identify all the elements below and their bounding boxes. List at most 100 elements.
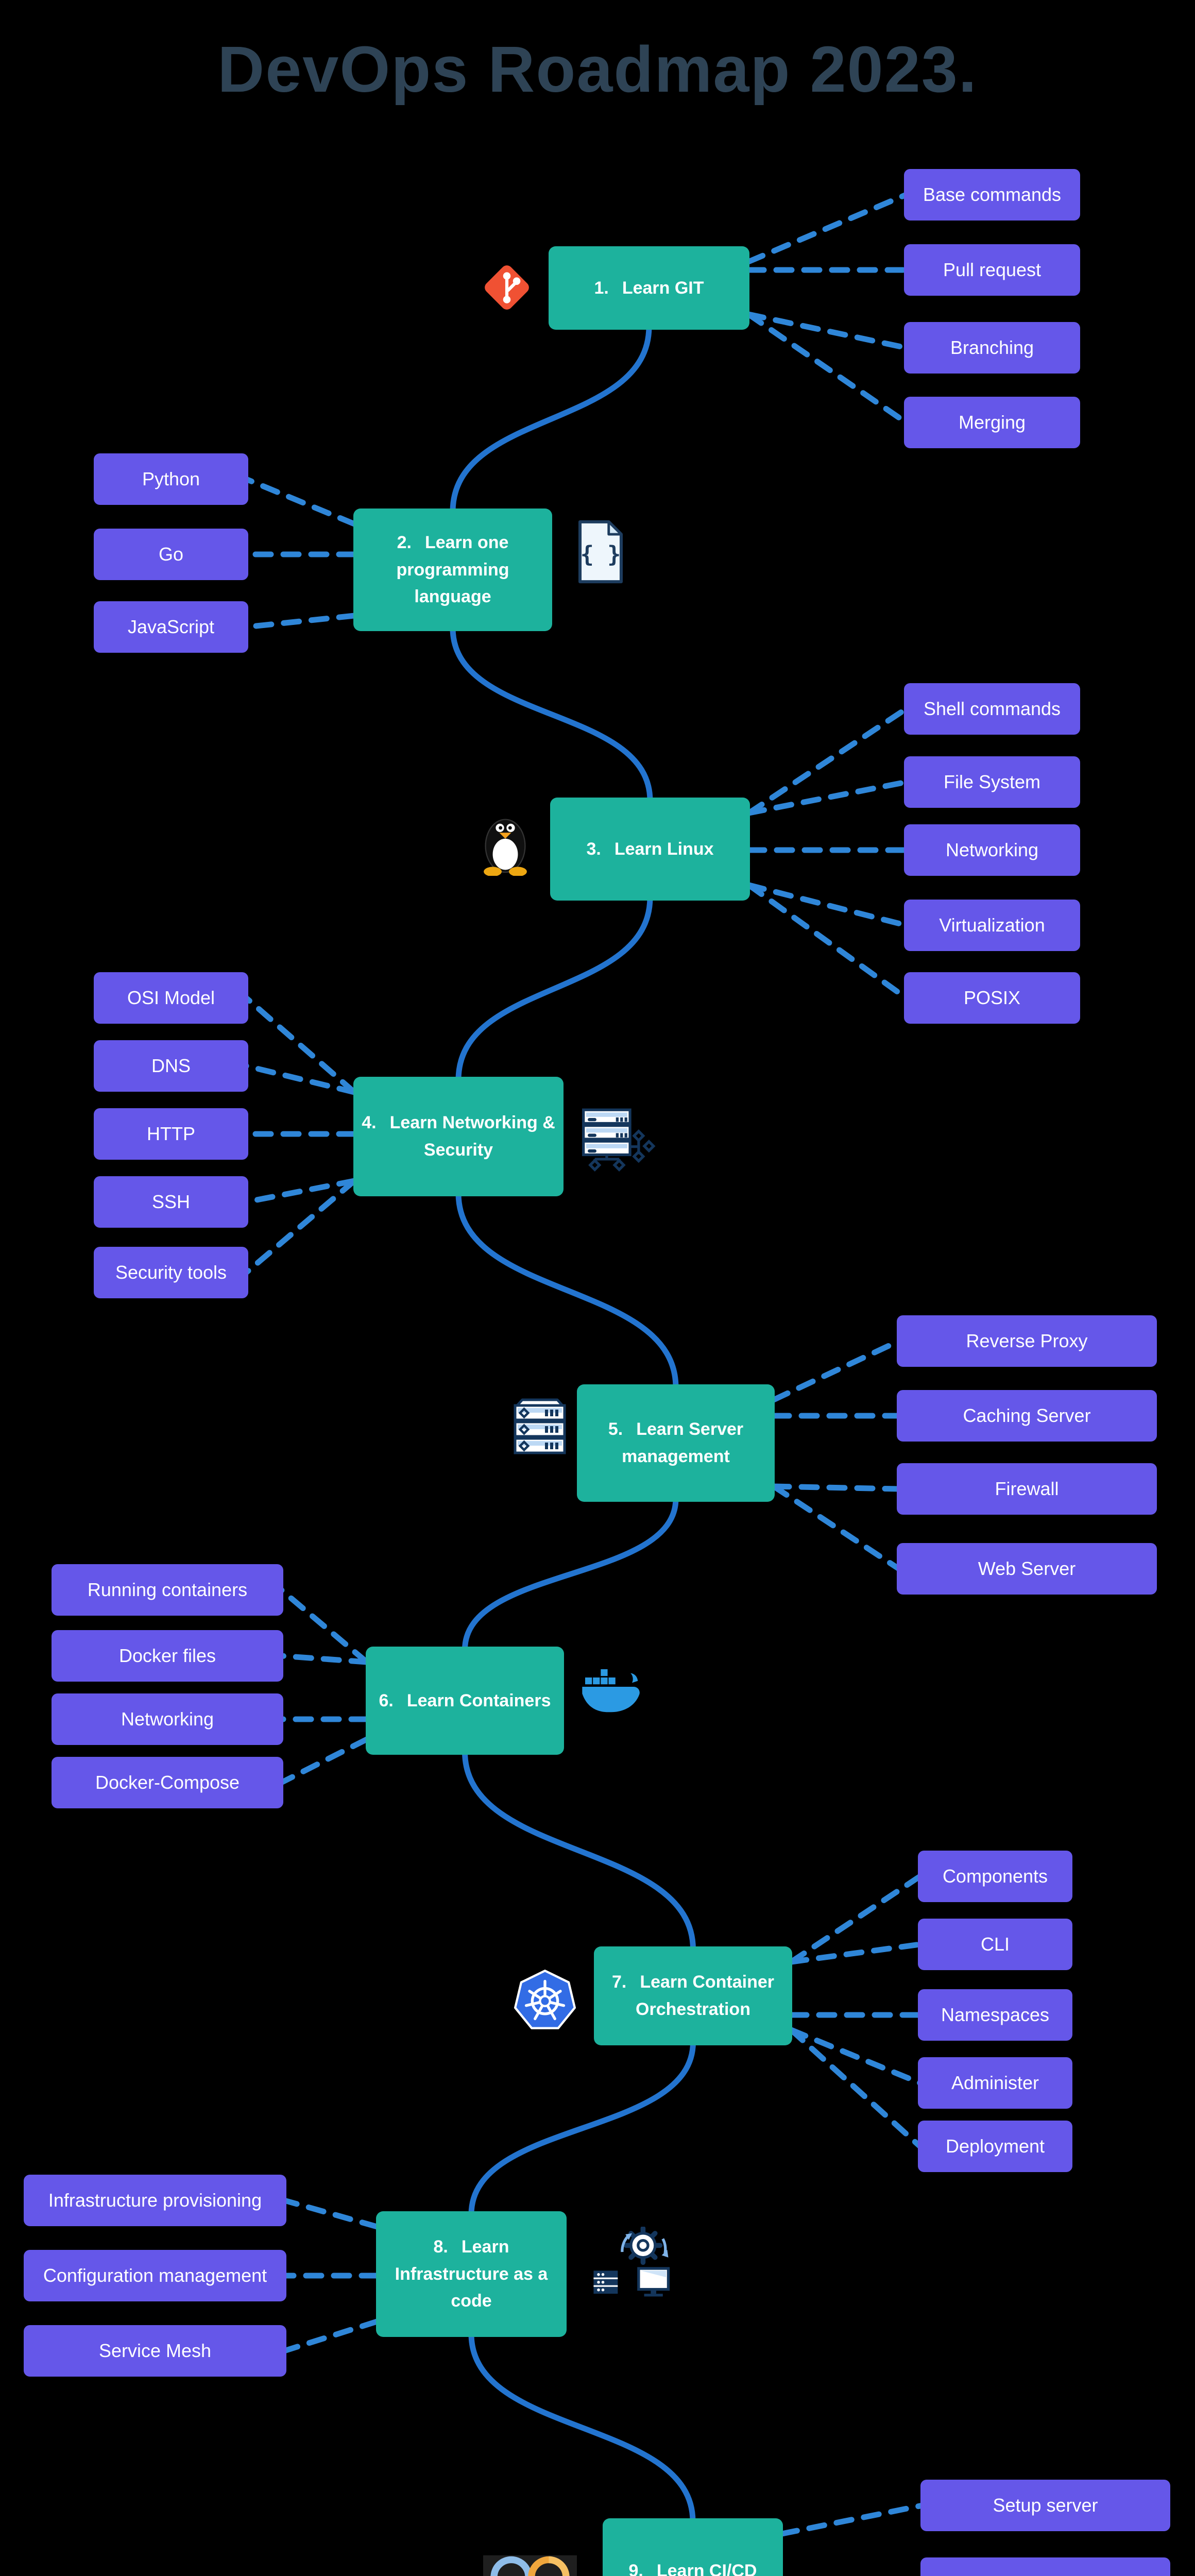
topic-connector <box>771 1483 902 1492</box>
step-number: 2. <box>397 532 412 552</box>
topic-node: Base commands <box>904 169 1080 221</box>
kubernetes-icon <box>514 1969 576 2031</box>
topic-connector <box>746 779 909 816</box>
svg-text:{ }: { } <box>581 541 621 567</box>
step-label: Learn Infrastructure as a code <box>395 2236 548 2311</box>
step-label: Learn Networking & Security <box>389 1113 555 1160</box>
devops-infinity-icon <box>483 2551 577 2576</box>
topic-node: Python <box>94 453 248 505</box>
step-number: 9. <box>628 2561 643 2576</box>
topic-node: Integration <box>920 2557 1170 2576</box>
topic-node: Networking <box>52 1693 283 1745</box>
topic-node: JavaScript <box>94 601 248 653</box>
topic-connector <box>243 1063 357 1095</box>
topic-connector <box>788 1873 923 1965</box>
topic-connector <box>278 1736 370 1786</box>
step-label: Learn Server management <box>622 1419 744 1466</box>
step-label: Learn one programming language <box>396 532 509 607</box>
step-label: Learn Container Orchestration <box>636 1972 775 2019</box>
topic-node: Branching <box>904 322 1080 374</box>
git-icon <box>478 259 536 316</box>
topic-node: Firewall <box>897 1463 1157 1515</box>
step-number: 7. <box>611 1972 627 1992</box>
step-node-8: 8.Learn Infrastructure as a code <box>376 2211 567 2337</box>
network-server-icon <box>580 1108 657 1172</box>
step-node-2: 2.Learn one programming language <box>353 509 552 631</box>
step-node-9: 9. Learn CI/CD <box>603 2518 783 2576</box>
topic-node: Namespaces <box>918 1989 1072 2041</box>
step-number: 8. <box>433 2236 448 2257</box>
topic-connector <box>278 1653 370 1665</box>
topic-node: Web Server <box>897 1543 1157 1595</box>
topic-node: Service Mesh <box>24 2325 286 2377</box>
step-number: 4. <box>362 1113 377 1133</box>
topic-node: Networking <box>904 824 1080 876</box>
topic-node: Components <box>918 1851 1072 1902</box>
step-node-5: 5.Learn Server management <box>577 1384 775 1502</box>
step-label: Learn CI/CD <box>656 2561 757 2576</box>
topic-connector <box>278 1587 370 1665</box>
topic-node: Merging <box>904 397 1080 448</box>
topic-connector <box>779 2502 926 2537</box>
topic-connector <box>771 1483 902 1572</box>
topic-connector <box>745 311 909 426</box>
topic-node: HTTP <box>94 1108 248 1160</box>
topic-node: Administer <box>918 2057 1072 2109</box>
step-number: 1. <box>594 278 609 298</box>
topic-node: Caching Server <box>897 1390 1157 1442</box>
step-number: 5. <box>608 1419 623 1439</box>
topic-node: Pull request <box>904 244 1080 296</box>
topic-connector <box>745 311 909 351</box>
topic-node: Virtualization <box>904 900 1080 951</box>
topic-node: Setup server <box>920 2480 1170 2531</box>
step-node-4: 4. Learn Networking & Security <box>353 1077 564 1196</box>
topic-node: SSH <box>94 1176 248 1228</box>
topic-connector <box>771 1338 902 1403</box>
step-label: Learn Containers <box>406 1690 551 1710</box>
step-node-7: 7. Learn Container Orchestration <box>594 1946 792 2045</box>
topic-node: Docker files <box>52 1630 283 1682</box>
topic-node: Deployment <box>918 2121 1072 2172</box>
step-number: 3. <box>586 839 601 859</box>
topic-connector <box>243 613 357 630</box>
topic-node: Security tools <box>94 1247 248 1298</box>
topic-connector <box>746 882 909 1001</box>
linux-tux-icon <box>475 810 536 876</box>
topic-connector <box>243 995 357 1095</box>
topic-node: Shell commands <box>904 683 1080 735</box>
step-node-1: 1. Learn GIT <box>549 246 749 330</box>
topic-connector <box>788 2027 923 2149</box>
topic-node: Reverse Proxy <box>897 1315 1157 1367</box>
page-title: DevOps Roadmap 2023. <box>217 33 978 106</box>
step-node-3: 3. Learn Linux <box>550 798 750 901</box>
topic-node: POSIX <box>904 972 1080 1024</box>
topic-connector <box>788 1941 923 1965</box>
server-stack-icon <box>511 1397 569 1455</box>
topic-node: Configuration management <box>24 2250 286 2301</box>
topic-node: CLI <box>918 1919 1072 1970</box>
topic-connector <box>746 706 909 816</box>
topic-node: Docker-Compose <box>52 1757 283 1808</box>
topic-node: Running containers <box>52 1564 283 1616</box>
topic-connector <box>281 2318 380 2354</box>
roadmap-curve <box>450 324 696 2576</box>
topic-node: Infrastructure provisioning <box>24 2175 286 2226</box>
topic-connector <box>243 1178 357 1276</box>
code-file-icon: { } <box>576 519 625 584</box>
topic-connector <box>745 192 909 265</box>
step-node-6: 6. Learn Containers <box>366 1647 564 1755</box>
topic-node: DNS <box>94 1040 248 1092</box>
topic-connector <box>788 2027 923 2086</box>
docker-whale-icon <box>581 1668 645 1715</box>
topic-node: OSI Model <box>94 972 248 1024</box>
step-label: Learn Linux <box>614 839 714 859</box>
topic-node: File System <box>904 756 1080 808</box>
step-label: Learn GIT <box>622 278 704 298</box>
topic-connector <box>243 476 357 527</box>
step-number: 6. <box>379 1690 394 1710</box>
topic-node: Go <box>94 529 248 580</box>
automation-gear-icon <box>590 2227 673 2301</box>
topic-connector <box>281 2197 380 2230</box>
